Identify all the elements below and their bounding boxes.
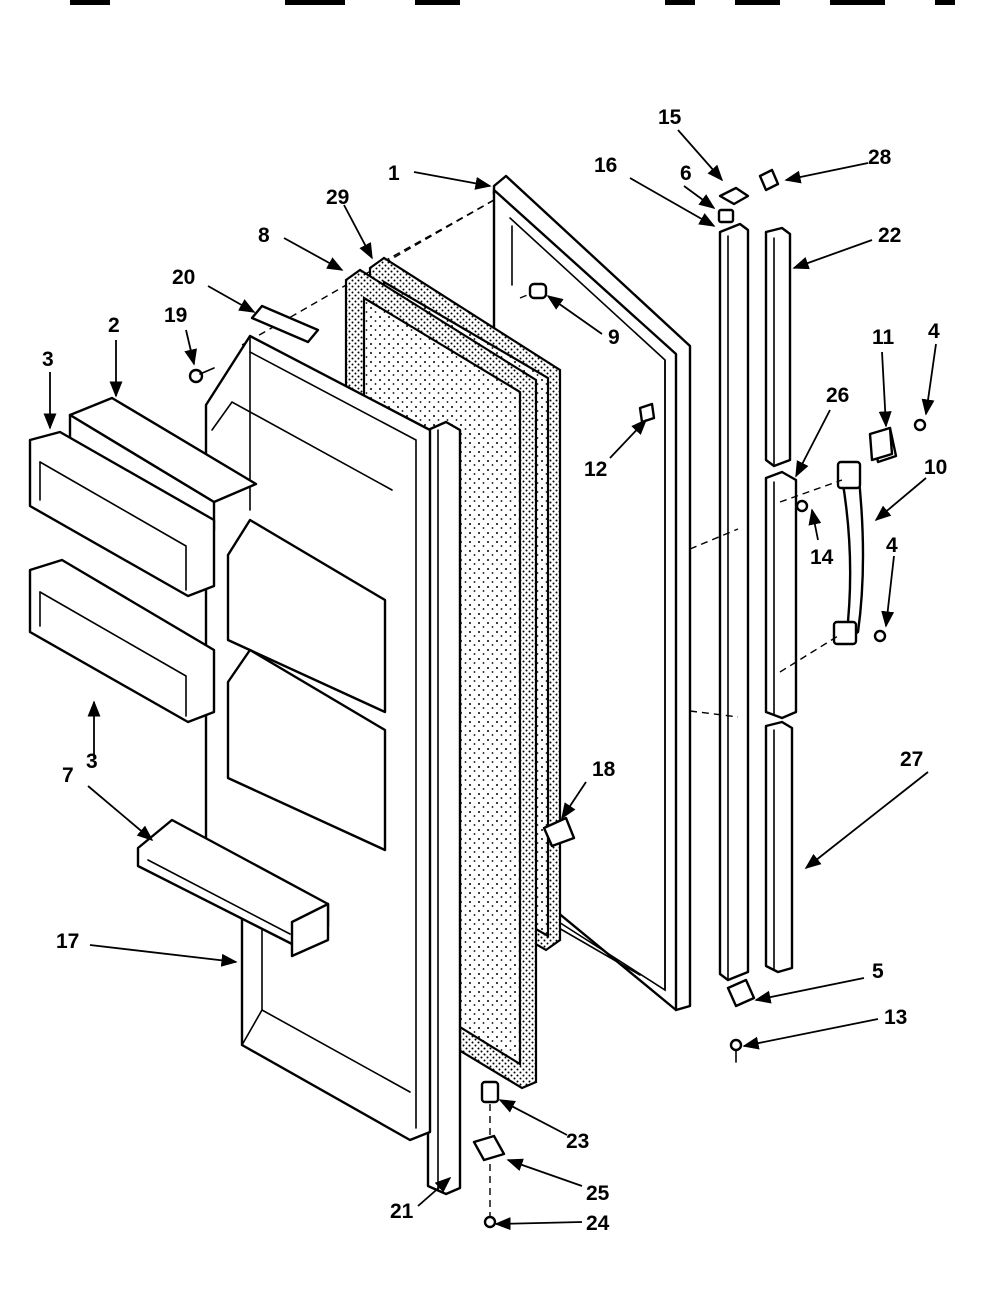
callout-8: 8 [258, 224, 270, 247]
callout-20: 20 [172, 266, 195, 289]
callout-14: 14 [810, 546, 834, 569]
callout-3-lower: 3 [86, 750, 98, 773]
callout-10: 10 [924, 456, 947, 479]
callout-4-upper: 4 [928, 320, 940, 343]
callout-28: 28 [868, 146, 892, 169]
trim-rail [718, 222, 750, 982]
inner-door-liner [204, 334, 432, 1142]
callout-17: 17 [56, 930, 79, 953]
callout-27: 27 [900, 748, 923, 771]
callout-3-upper: 3 [42, 348, 54, 371]
callout-9: 9 [608, 326, 620, 349]
callout-12: 12 [584, 458, 607, 481]
callout-16: 16 [594, 154, 617, 177]
door-bin-upper [28, 430, 216, 598]
callout-13: 13 [884, 1006, 907, 1029]
callout-21: 21 [390, 1200, 414, 1223]
lower-door-shelf [136, 818, 330, 958]
callout-25: 25 [586, 1182, 610, 1205]
callout-18: 18 [592, 758, 616, 781]
handle-trim-strips [764, 226, 798, 974]
callout-7: 7 [62, 764, 74, 787]
callout-24: 24 [586, 1212, 610, 1235]
top-edge-marks [70, 0, 955, 5]
callout-15: 15 [658, 106, 682, 129]
upper-bracket [250, 304, 320, 344]
callout-1: 1 [388, 162, 400, 185]
callout-11: 11 [872, 326, 895, 349]
callout-6: 6 [680, 162, 692, 185]
liner-edge-strip [426, 420, 462, 1196]
callout-2: 2 [108, 314, 120, 337]
callout-19: 19 [164, 304, 187, 327]
callout-26: 26 [826, 384, 849, 407]
callout-22: 22 [878, 224, 901, 247]
callout-23: 23 [566, 1130, 589, 1153]
callout-5: 5 [872, 960, 884, 983]
callout-29: 29 [326, 186, 349, 209]
door-bin-lower [28, 558, 216, 724]
small-hardware [188, 168, 927, 1229]
callout-labels: 1 2 3 3 4 4 5 6 7 8 9 10 11 12 13 14 15 … [42, 106, 947, 1235]
callout-4-lower: 4 [886, 534, 898, 557]
leader-lines [43, 129, 937, 1231]
